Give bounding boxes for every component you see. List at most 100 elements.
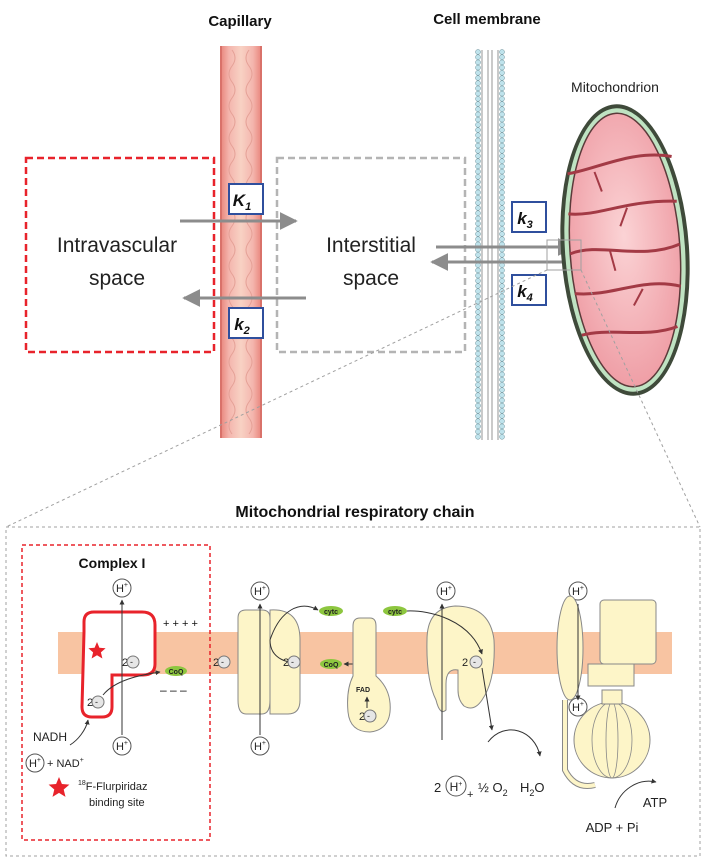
lipid-head	[499, 434, 505, 440]
lipid-head	[499, 153, 505, 159]
svg-text:-: -	[367, 711, 370, 721]
water-reaction: 2 H+ + ½ O2 H2O	[434, 775, 545, 801]
rate-box-k3: k3	[511, 201, 547, 233]
lipid-head	[499, 314, 505, 320]
complex-ii	[347, 617, 391, 733]
lipid-head	[475, 376, 481, 383]
rate-box-k2: k2	[228, 307, 264, 339]
lipid-head	[499, 413, 505, 419]
lipid-head	[475, 194, 481, 201]
lipid-head	[475, 350, 481, 357]
respiratory-chain-title: Mitochondrial respiratory chain	[235, 504, 474, 521]
lipid-head	[499, 210, 505, 216]
lipid-head	[499, 376, 505, 383]
lipid-head	[499, 402, 505, 409]
legend-text: 18F-Flurpiridaz	[78, 780, 148, 793]
rate-box-K1: K1	[228, 183, 264, 215]
svg-text:+ NAD+: + NAD+	[47, 757, 84, 770]
lipid-head	[475, 116, 481, 123]
lipid-head	[499, 345, 505, 352]
lipid-head	[475, 293, 481, 300]
lipid-head	[475, 278, 481, 284]
lipid-head	[475, 132, 481, 138]
lipid-head	[475, 319, 481, 326]
lipid-head	[499, 324, 505, 331]
lipid-head	[499, 174, 505, 180]
lipid-head	[499, 111, 505, 118]
lipid-head	[475, 382, 481, 388]
lipid-head	[475, 49, 481, 55]
lipid-head	[475, 428, 481, 435]
lipid-head	[475, 205, 481, 211]
lipid-head	[475, 288, 481, 294]
lipid-head	[499, 70, 505, 76]
svg-text:2: 2	[434, 780, 441, 795]
lipid-head	[475, 85, 481, 92]
lipid-head	[499, 96, 505, 102]
lipid-head	[475, 101, 481, 107]
svg-text:-: -	[130, 657, 133, 667]
lipid-head	[499, 127, 505, 133]
respiratory-chain-panel	[5, 526, 701, 857]
cytc-1	[319, 606, 343, 616]
lipid-head	[475, 330, 481, 336]
lipid-head	[475, 168, 481, 175]
lipid-head	[499, 179, 505, 185]
lipid-head	[475, 283, 481, 289]
lipid-head	[475, 387, 481, 393]
h-plus-circle	[568, 581, 588, 601]
lipid-head	[475, 200, 481, 206]
lipid-head	[475, 96, 481, 102]
lipid-head	[475, 335, 481, 341]
svg-text:cytc: cytc	[388, 609, 402, 616]
svg-text:+: +	[467, 789, 473, 801]
complex-i-label: Complex I	[79, 555, 146, 571]
lipid-head	[475, 392, 481, 398]
lipid-head	[499, 64, 505, 71]
lipid-head	[499, 189, 505, 196]
lipid-head	[499, 397, 505, 404]
lipid-head	[475, 75, 481, 81]
lipid-head	[499, 392, 505, 398]
lipid-head	[499, 356, 505, 362]
lipid-head	[475, 142, 481, 149]
lipid-head	[475, 184, 481, 190]
h-plus-label: H+	[116, 740, 128, 753]
intravascular-label-line2: space	[89, 267, 145, 290]
lipid-head	[475, 189, 481, 196]
h-plus-label: H+	[254, 585, 266, 598]
lipid-head	[499, 163, 505, 170]
lipid-head	[499, 132, 505, 138]
lipid-head	[475, 137, 481, 144]
lipid-head	[499, 350, 505, 357]
lipid-head	[475, 324, 481, 331]
lipid-head	[499, 194, 505, 201]
lipid-head	[499, 418, 505, 424]
zoom-region	[546, 239, 582, 271]
plus-signs: + + + +	[163, 618, 198, 630]
lipid-head	[475, 366, 481, 372]
lipid-head	[475, 423, 481, 430]
lipid-head	[475, 408, 481, 414]
h-plus-label: H+	[440, 585, 452, 598]
lipid-head	[499, 272, 505, 279]
lipid-head	[475, 153, 481, 159]
lipid-head	[499, 428, 505, 435]
minus-signs: – – –	[160, 683, 187, 697]
lipid-head	[475, 163, 481, 170]
lipid-head	[499, 371, 505, 378]
lipid-head	[475, 304, 481, 310]
lipid-head	[475, 158, 481, 164]
lipid-head	[499, 220, 505, 227]
lipid-head	[475, 174, 481, 180]
intravascular-box	[24, 156, 216, 354]
lipid-head	[475, 70, 481, 76]
lipid-head	[499, 54, 505, 60]
h-plus-group: H+H+H+H+H+H+H+	[112, 578, 588, 756]
lipid-head	[499, 116, 505, 123]
lipid-head	[499, 122, 505, 128]
svg-text:H2O: H2O	[520, 780, 545, 798]
h-plus-label: H+	[116, 582, 128, 595]
lipid-head	[475, 345, 481, 352]
